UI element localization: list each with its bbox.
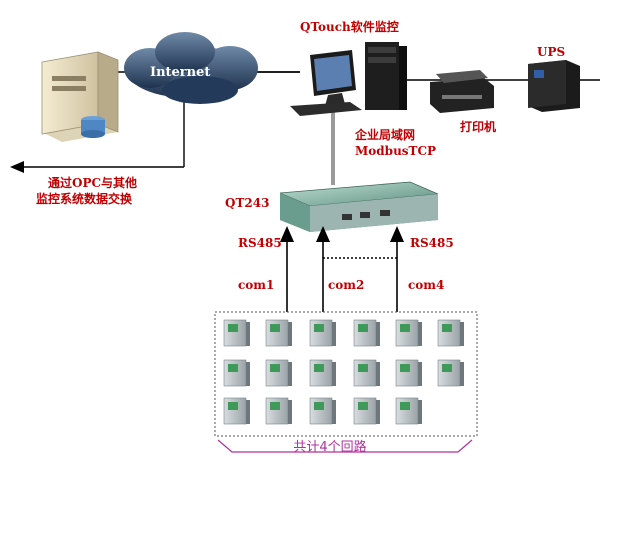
- meter-icon: [309, 319, 336, 347]
- computer-icon: [290, 42, 407, 116]
- meter-icon: [309, 359, 336, 387]
- internet-cloud-icon: [124, 32, 258, 104]
- meter-icon: [223, 319, 250, 347]
- meter-icon: [265, 359, 292, 387]
- loop-group-box: [214, 311, 478, 437]
- meter-icon: [395, 359, 422, 387]
- rs485-links: [286, 240, 398, 312]
- internet-label: Internet: [150, 65, 211, 80]
- rs485-left-label: RS485: [238, 236, 282, 250]
- com2-label: com2: [328, 278, 365, 292]
- meter-icon: [265, 397, 292, 425]
- printer-label: 打印机: [460, 120, 497, 134]
- arrow-up-icon: [280, 226, 294, 242]
- meter-grid: [223, 319, 464, 425]
- meter-icon: [437, 359, 464, 387]
- meter-icon: [353, 359, 380, 387]
- opc-label-line1: 通过OPC与其他: [48, 176, 138, 190]
- lan-label-line1: 企业局域网: [355, 128, 416, 142]
- com1-label: com1: [238, 278, 275, 292]
- ups-label: UPS: [537, 45, 566, 59]
- server-icon: [41, 51, 119, 142]
- qtouch-label: QTouch软件监控: [300, 20, 399, 34]
- opc-label-line2: 监控系统数据交换: [36, 192, 133, 206]
- meter-icon: [309, 397, 336, 425]
- rs485-right-label: RS485: [410, 236, 454, 250]
- arrow-up-icon: [316, 226, 330, 242]
- meter-icon: [265, 319, 292, 347]
- qt243-label: QT243: [225, 196, 270, 210]
- meter-icon: [223, 397, 250, 425]
- meter-icon: [353, 319, 380, 347]
- arrow-left-icon: [10, 161, 24, 173]
- meter-icon: [395, 319, 422, 347]
- meter-icon: [437, 319, 464, 347]
- total-loops-label: 共计4个回路: [293, 440, 367, 455]
- qt243-device-icon: [279, 181, 439, 232]
- arrow-up-icon: [390, 226, 404, 242]
- ups-icon: [528, 60, 580, 112]
- loop-bracket: [217, 439, 473, 453]
- meter-icon: [223, 359, 250, 387]
- com4-label: com4: [408, 278, 445, 292]
- meter-icon: [353, 397, 380, 425]
- printer-icon: [430, 70, 494, 113]
- meter-icon: [395, 397, 422, 425]
- lan-label-line2: ModbusTCP: [355, 144, 437, 158]
